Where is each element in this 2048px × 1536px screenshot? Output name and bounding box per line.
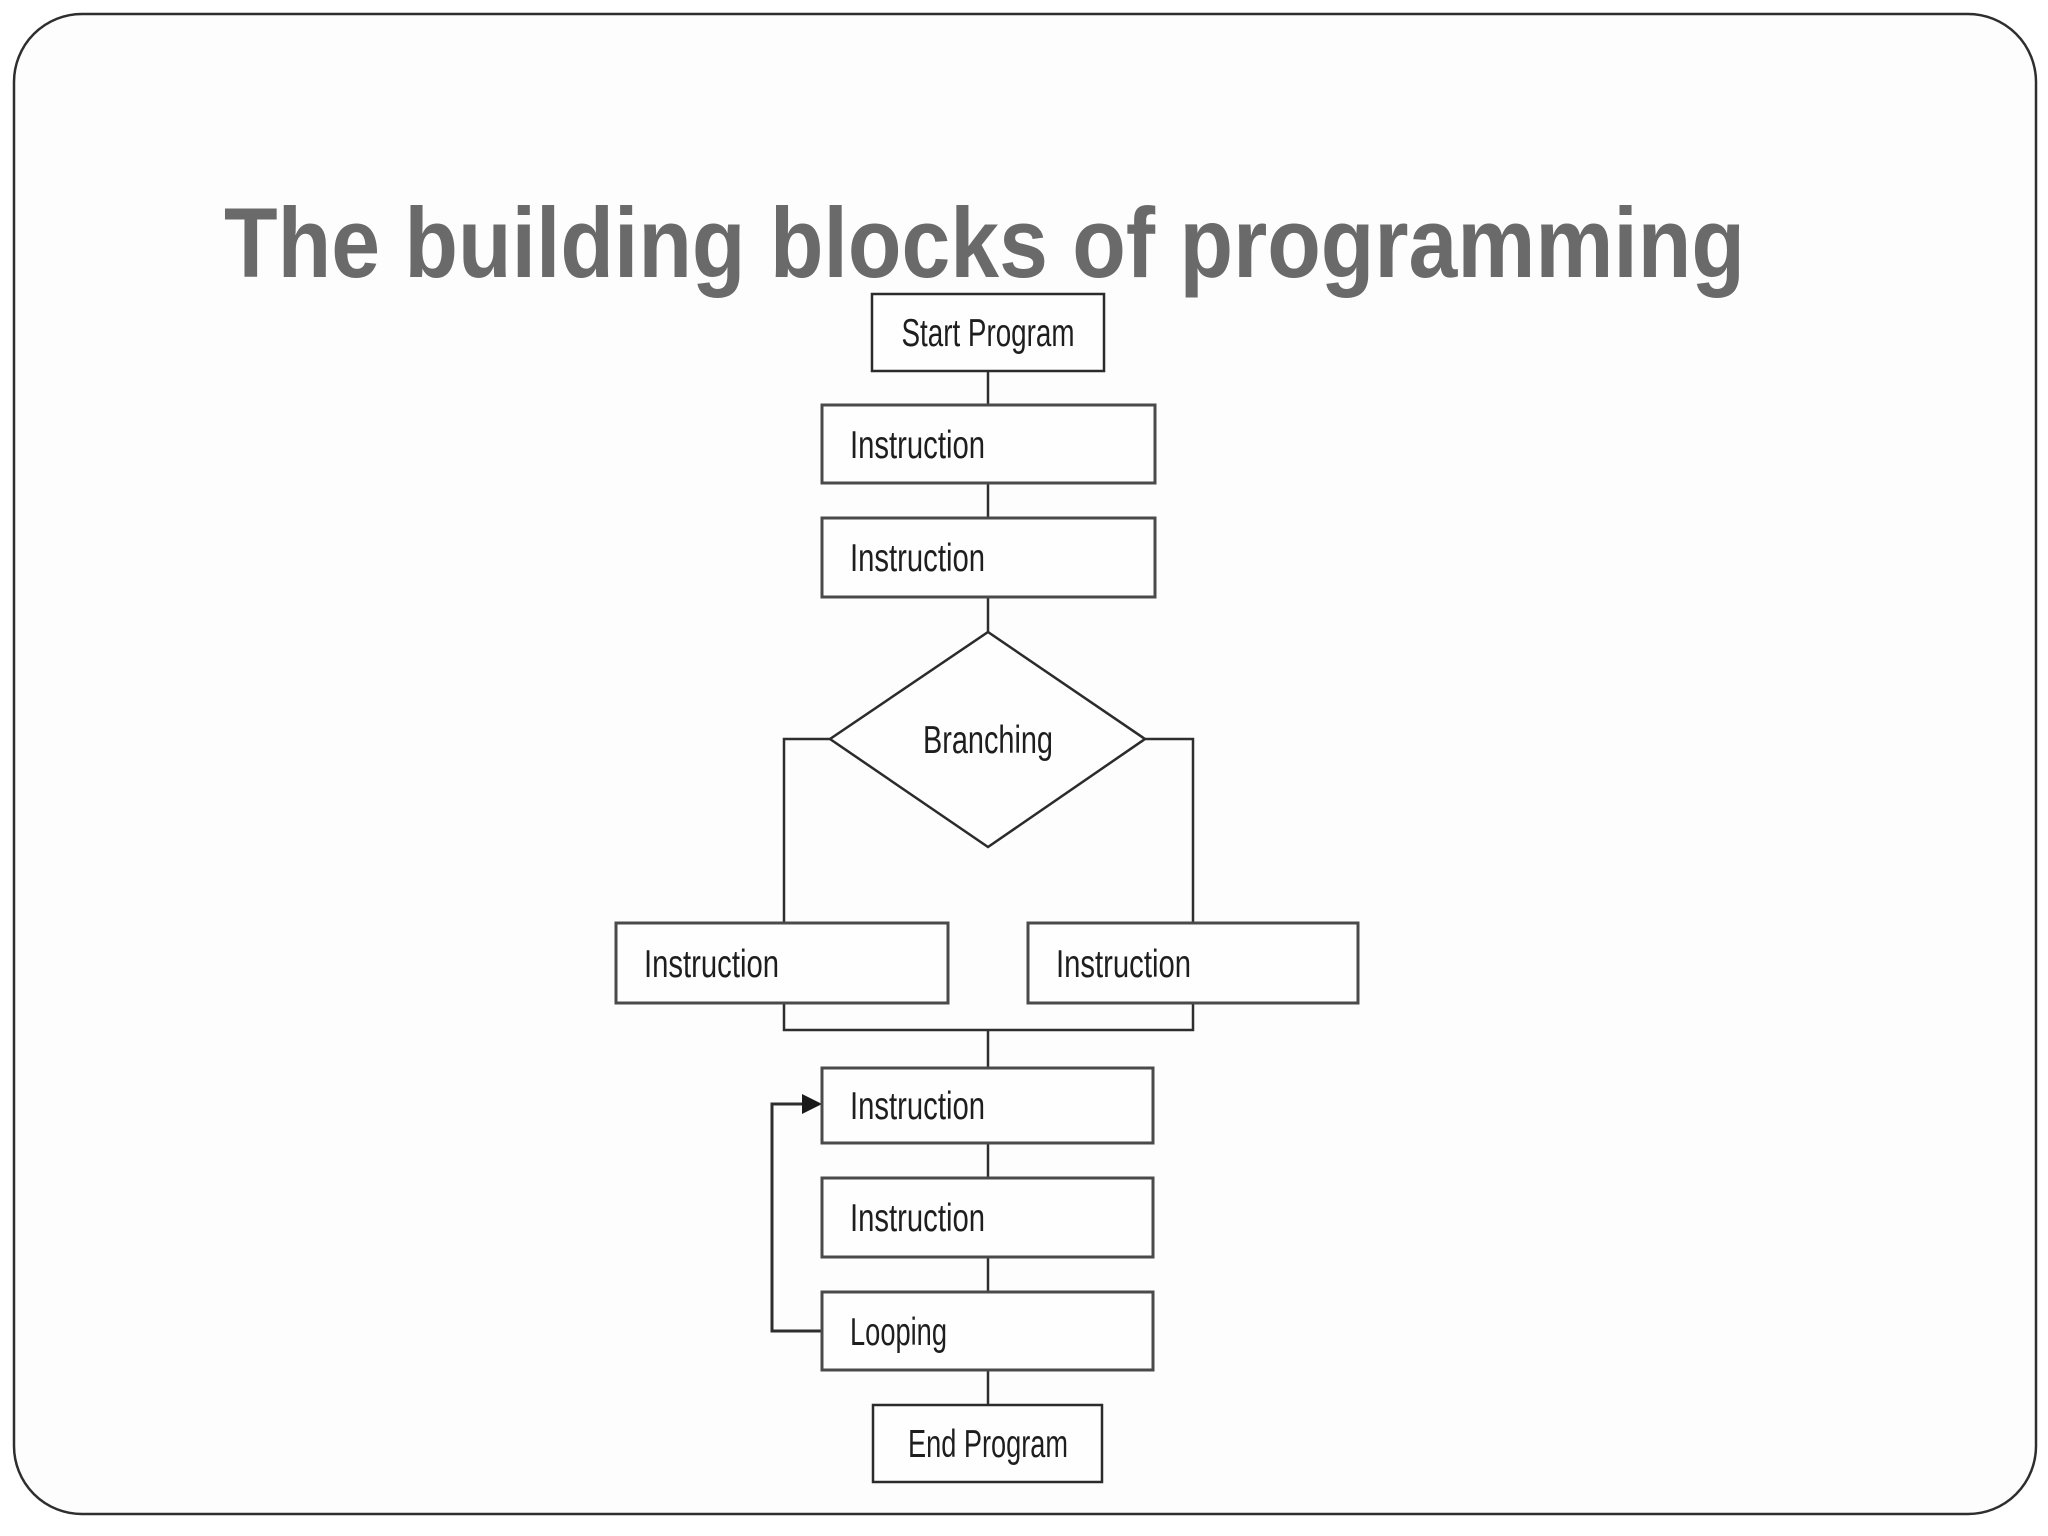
node-instruction-2-label: Instruction [850, 537, 985, 580]
node-branching-label: Branching [923, 719, 1053, 762]
loop-arrowhead-icon [802, 1094, 822, 1114]
connector-branching-to-left-instruction [782, 737, 830, 923]
node-end-program-label: End Program [908, 1423, 1068, 1466]
node-looping-label: Looping [850, 1311, 947, 1354]
node-branch-left-instruction-label: Instruction [644, 943, 779, 986]
node-loop-instruction-2 [820, 1176, 1155, 1259]
node-branch-left-instruction [614, 921, 950, 1005]
node-instruction-1-label: Instruction [850, 424, 985, 467]
connector-branching-to-right-instruction [1145, 737, 1195, 923]
node-branch-right-instruction-label: Instruction [1056, 943, 1191, 986]
node-instruction-1 [820, 403, 1157, 485]
node-branching [827, 630, 1148, 849]
slide-title: The building blocks of programming [224, 187, 1745, 298]
loop-back-line [770, 1102, 822, 1333]
connector-branch-merge [782, 1003, 1195, 1068]
node-start-program-label: Start Program [902, 312, 1075, 355]
node-branch-right-instruction [1026, 921, 1360, 1005]
node-loop-instruction-1-label: Instruction [850, 1085, 985, 1128]
node-instruction-2 [820, 516, 1157, 599]
node-end-program [871, 1403, 1104, 1484]
node-looping [820, 1290, 1155, 1372]
node-loop-instruction-2-label: Instruction [850, 1197, 985, 1240]
node-loop-instruction-1 [820, 1066, 1155, 1145]
node-start-program [870, 292, 1106, 373]
